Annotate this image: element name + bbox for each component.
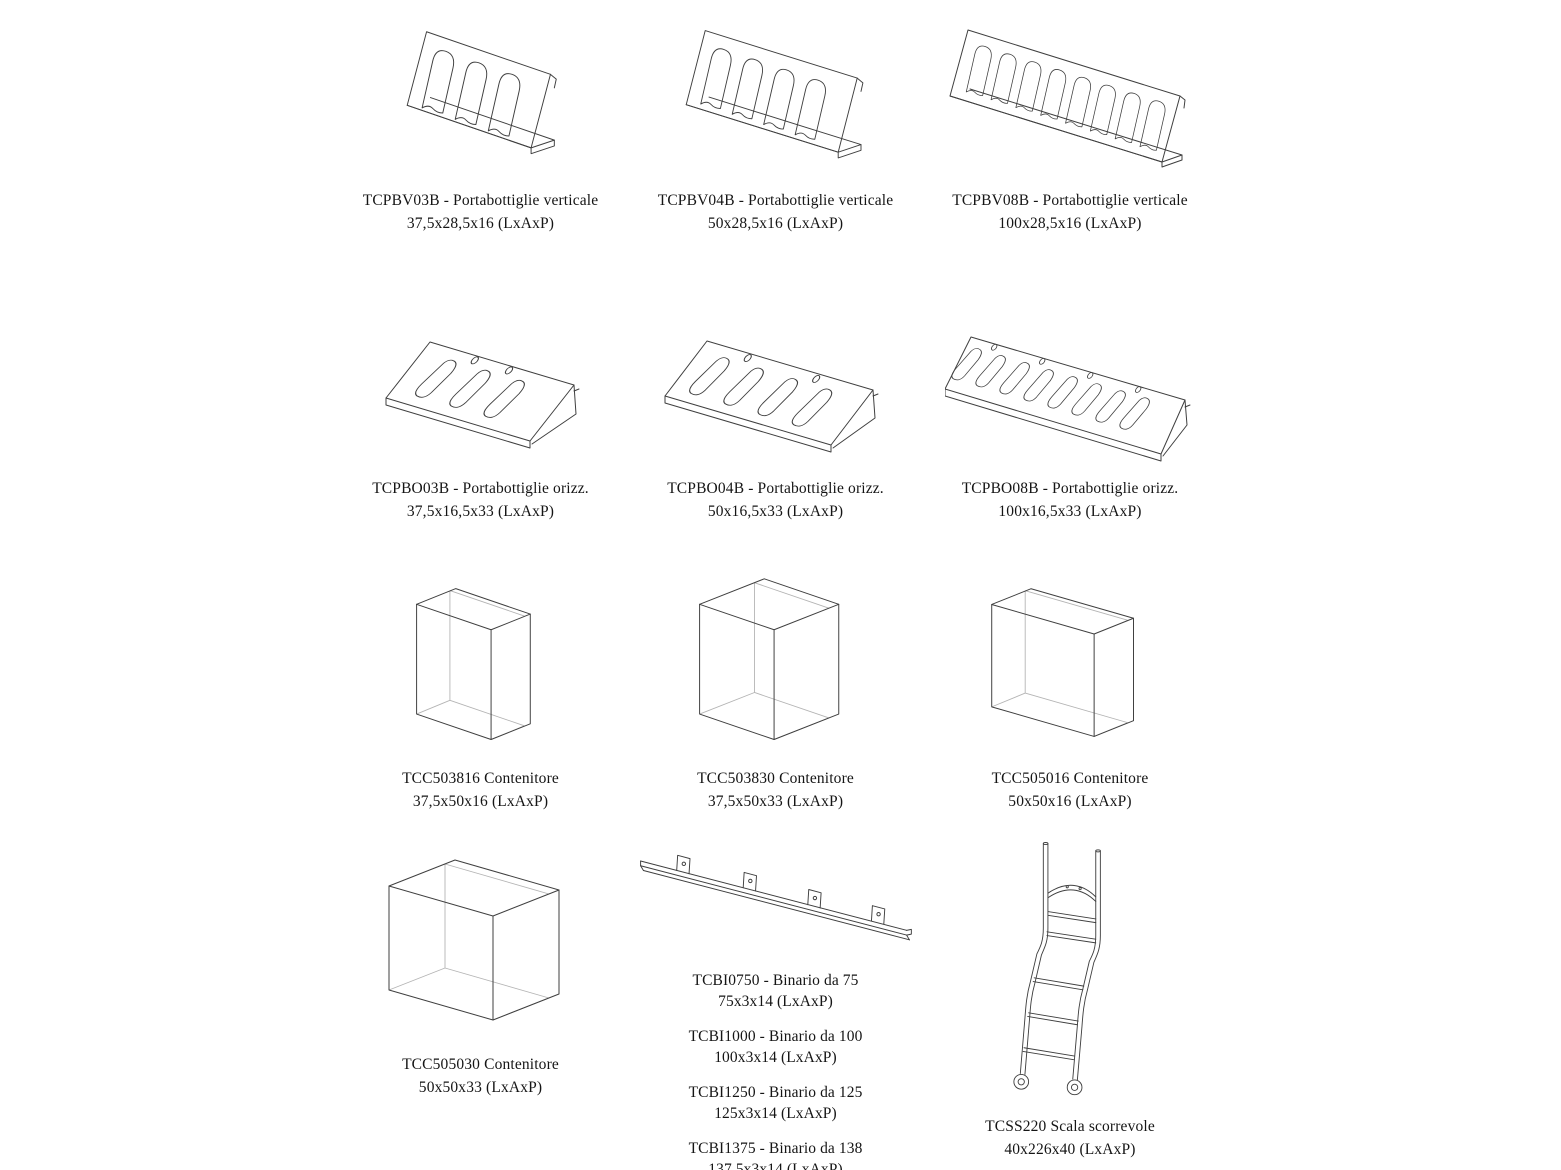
product-dims: 100x16,5x33 (LxAxP) bbox=[998, 502, 1142, 520]
drawing-scala-scorrevole bbox=[915, 836, 1225, 1116]
product-title: TCPBO04B - Portabottiglie orizz. bbox=[667, 480, 884, 497]
drawing-contenitore-503816 bbox=[333, 566, 628, 768]
product-card-tcpbo08b: TCPBO08B - Portabottiglie orizz. 100x16,… bbox=[915, 316, 1225, 523]
drawing-portabottiglie-orizzontale-3 bbox=[333, 316, 628, 478]
product-title: TCPBV03B - Portabottiglie verticale bbox=[362, 192, 599, 209]
drawing-binario bbox=[628, 832, 923, 962]
product-title: TCBI1250 - Binario da 125 bbox=[688, 1084, 863, 1101]
product-dims: 37,5x28,5x16 (LxAxP) bbox=[406, 214, 555, 232]
product-title: TCC505030 Contenitore bbox=[402, 1056, 559, 1073]
product-title: TCC505016 Contenitore bbox=[991, 770, 1149, 787]
product-card-tcpbv08b: TCPBV08B - Portabottiglie verticale 100x… bbox=[915, 8, 1225, 235]
product-dims: 37,5x50x16 (LxAxP) bbox=[412, 792, 549, 810]
product-card-binario: TCBI0750 - Binario da 75 75x3x14 (LxAxP)… bbox=[628, 832, 923, 1170]
product-dims: 50x16,5x33 (LxAxP) bbox=[707, 502, 844, 520]
product-title: TCC503830 Contenitore bbox=[697, 770, 854, 787]
drawing-portabottiglie-verticale-4 bbox=[628, 8, 923, 190]
binario-list: TCBI0750 - Binario da 75 75x3x14 (LxAxP)… bbox=[689, 970, 863, 1170]
product-card-tcc505030: TCC505030 Contenitore 50x50x33 (LxAxP) bbox=[333, 838, 628, 1099]
product-card-tcpbv03b: TCPBV03B - Portabottiglie verticale 37,5… bbox=[333, 8, 628, 235]
product-card-tcss220: TCSS220 Scala scorrevole 40x226x40 (LxAx… bbox=[915, 836, 1225, 1161]
product-card-tcc503830: TCC503830 Contenitore 37,5x50x33 (LxAxP) bbox=[628, 566, 923, 813]
drawing-portabottiglie-orizzontale-8 bbox=[915, 316, 1225, 478]
binario-item: TCBI1000 - Binario da 100 100x3x14 (LxAx… bbox=[689, 1026, 863, 1068]
product-dims: 75x3x14 (LxAxP) bbox=[718, 993, 833, 1010]
product-dims: 37,5x50x33 (LxAxP) bbox=[707, 792, 844, 810]
drawing-contenitore-505030 bbox=[333, 838, 628, 1054]
product-dims: 137,5x3x14 (LxAxP) bbox=[708, 1161, 843, 1170]
product-title: TCBI0750 - Binario da 75 bbox=[692, 972, 859, 989]
product-title: TCPBV04B - Portabottiglie verticale bbox=[657, 192, 894, 209]
product-card-tcpbo04b: TCPBO04B - Portabottiglie orizz. 50x16,5… bbox=[628, 316, 923, 523]
binario-item: TCBI0750 - Binario da 75 75x3x14 (LxAxP) bbox=[689, 970, 863, 1012]
product-dims: 125x3x14 (LxAxP) bbox=[714, 1105, 837, 1122]
binario-item: TCBI1375 - Binario da 138 137,5x3x14 (Lx… bbox=[689, 1138, 863, 1170]
product-title: TCC503816 Contenitore bbox=[402, 770, 559, 787]
product-dims: 37,5x16,5x33 (LxAxP) bbox=[406, 502, 555, 520]
product-title: TCBI1000 - Binario da 100 bbox=[688, 1028, 863, 1045]
product-dims: 40x226x40 (LxAxP) bbox=[1004, 1140, 1136, 1158]
binario-item: TCBI1250 - Binario da 125 125x3x14 (LxAx… bbox=[689, 1082, 863, 1124]
drawing-contenitore-505016 bbox=[915, 566, 1225, 768]
drawing-portabottiglie-orizzontale-4 bbox=[628, 316, 923, 478]
product-title: TCPBO08B - Portabottiglie orizz. bbox=[961, 480, 1179, 497]
product-card-tcpbv04b: TCPBV04B - Portabottiglie verticale 50x2… bbox=[628, 8, 923, 235]
product-card-tcc503816: TCC503816 Contenitore 37,5x50x16 (LxAxP) bbox=[333, 566, 628, 813]
product-title: TCBI1375 - Binario da 138 bbox=[688, 1140, 863, 1157]
product-dims: 50x28,5x16 (LxAxP) bbox=[707, 214, 844, 232]
product-dims: 50x50x16 (LxAxP) bbox=[1008, 792, 1132, 810]
drawing-portabottiglie-verticale-3 bbox=[333, 8, 628, 190]
product-title: TCPBO03B - Portabottiglie orizz. bbox=[372, 480, 589, 497]
product-dims: 100x28,5x16 (LxAxP) bbox=[998, 214, 1142, 232]
product-card-tcpbo03b: TCPBO03B - Portabottiglie orizz. 37,5x16… bbox=[333, 316, 628, 523]
drawing-contenitore-503830 bbox=[628, 566, 923, 768]
product-title: TCSS220 Scala scorrevole bbox=[985, 1118, 1155, 1135]
product-card-tcc505016: TCC505016 Contenitore 50x50x16 (LxAxP) bbox=[915, 566, 1225, 813]
product-dims: 100x3x14 (LxAxP) bbox=[714, 1049, 837, 1066]
product-dims: 50x50x33 (LxAxP) bbox=[418, 1078, 543, 1096]
product-title: TCPBV08B - Portabottiglie verticale bbox=[952, 192, 1188, 209]
drawing-portabottiglie-verticale-8 bbox=[915, 8, 1225, 190]
